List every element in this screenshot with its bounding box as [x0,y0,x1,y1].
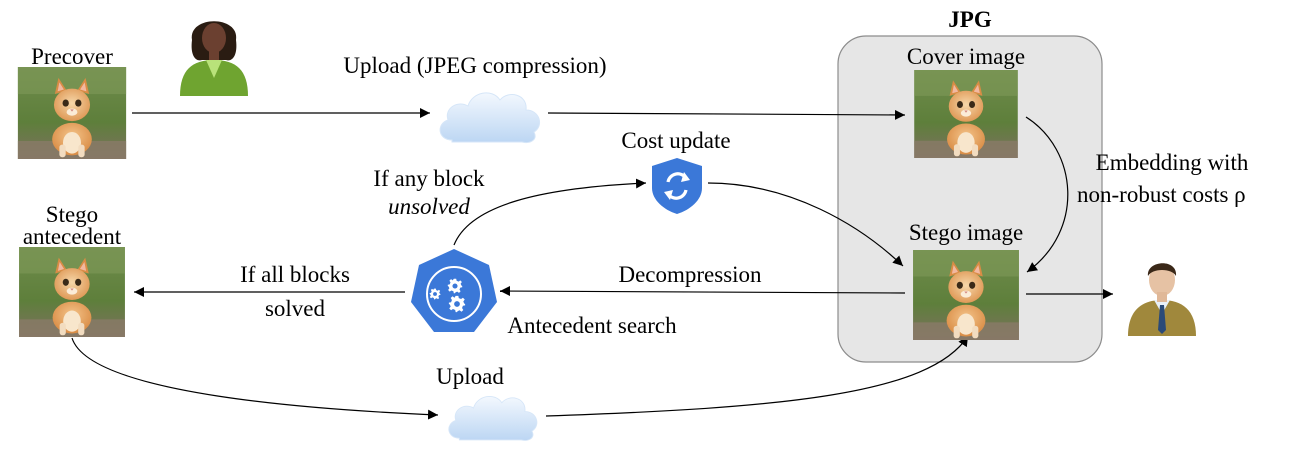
arrow-cloud-to-cover [547,109,906,120]
cover-image [914,70,1018,158]
arrow-cloud-to-stego [545,335,969,417]
stego-antecedent-label-line1: Stego [45,202,99,227]
jpg-group-title: JPG [948,7,992,32]
cover-image-label: Cover image [906,44,1026,69]
if-any-block-label-line2: unsolved [388,194,470,219]
arrow-cost-update-to-stego [707,182,904,267]
stego-image [913,250,1019,340]
upload-label: Upload [436,364,504,389]
embedding-label-line2: non-robust costs ρ [1077,182,1246,207]
cost-update-label: Cost update [621,128,731,153]
arrow-embedding [1025,116,1069,273]
arrow-antecedent-to-cloud [71,337,439,420]
cloud-icon [439,92,541,144]
arrow-search-to-cost-update [453,178,647,246]
person-female-icon [180,21,248,96]
precover-label: Precover [31,44,113,69]
embedding-label-line1: Embedding with [1095,150,1249,175]
arrow-decompression [499,286,906,297]
stego-antecedent-label-line2: antecedent [22,224,122,249]
heptagon-gears-icon [411,249,497,332]
if-all-blocks-label-line1: If all blocks [240,262,350,287]
stego-image-label: Stego image [908,220,1024,245]
upload-jpeg-label: Upload (JPEG compression) [343,53,607,78]
stego-antecedent-image [19,247,125,337]
precover-image [17,67,127,159]
person-male-icon [1128,263,1196,336]
decompression-label: Decompression [618,262,762,287]
shield-refresh-icon [652,158,702,214]
cloud-icon [448,395,538,441]
antecedent-search-label: Antecedent search [507,313,677,338]
if-any-block-label-line1: If any block [373,166,485,191]
if-all-blocks-label-line2: solved [264,296,326,321]
